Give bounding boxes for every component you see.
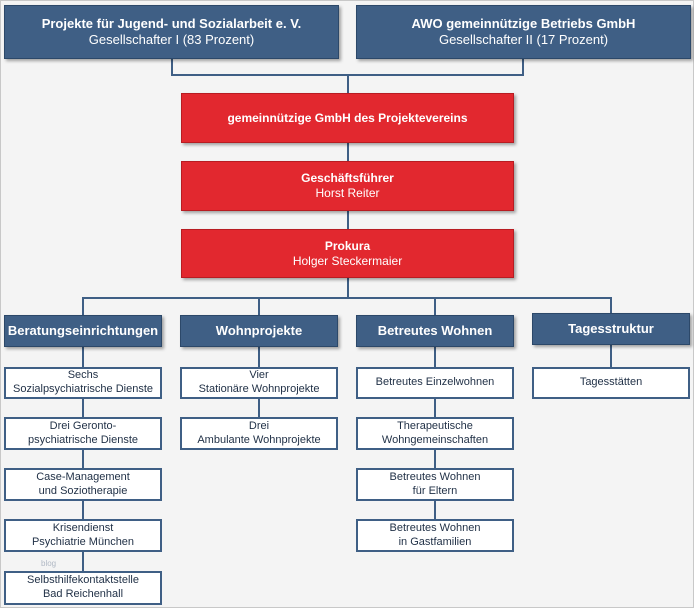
connector-line [434,347,436,367]
unit-line-1: Case-Management [36,470,130,483]
department-header-tagesstruktur: Tagesstruktur [532,313,690,345]
unit-line-1: Betreutes Wohnen [389,470,481,483]
connector-line [347,143,349,161]
connector-line [610,297,612,313]
unit-line-2: in Gastfamilien [398,535,472,548]
unit-line-1: Selbsthilfekontaktstelle [27,574,139,587]
connector-line [610,345,612,367]
department-header-betreutes-wohnen: Betreutes Wohnen [356,315,514,347]
unit-line-1: Betreutes Wohnen [389,521,481,534]
unit-box: Betreutes Wohnen in Gastfamilien [356,519,514,552]
department-name: Betreutes Wohnen [377,322,493,338]
unit-line-1: Drei Geronto- [49,419,117,432]
connector-line [82,399,84,417]
unit-line-2: Wohngemeinschaften [381,433,489,446]
connector-line [82,501,84,519]
shareholder-1-share: Gesellschafter I (83 Prozent) [88,32,255,47]
unit-box: Drei Geronto- psychiatrische Dienste [4,417,162,450]
managing-director-title: Geschäftsführer [301,171,394,185]
shareholder-2-box: AWO gemeinnützige Betriebs GmbH Gesellsc… [356,5,691,59]
unit-line-1: Krisendienst [52,521,114,534]
unit-line-2: für Eltern [412,484,458,497]
unit-box: Case-Management und Soziotherapie [4,468,162,501]
unit-box: Drei Ambulante Wohnprojekte [180,417,338,450]
unit-box: Therapeutische Wohngemeinschaften [356,417,514,450]
connector-line [434,501,436,519]
procuration-title: Prokura [324,238,371,253]
unit-box: Betreutes Einzelwohnen [356,367,514,399]
shareholder-2-share: Gesellschafter II (17 Prozent) [438,32,609,47]
connector-line [82,552,84,571]
unit-box: Betreutes Wohnen für Eltern [356,468,514,501]
department-header-wohnprojekte: Wohnprojekte [180,315,338,347]
unit-line-1: Vier [249,369,269,382]
connector-line [522,59,524,75]
connector-line [171,59,173,75]
connector-line [258,399,260,417]
company-name: gemeinnützige GmbH des Projektevereins [227,110,468,125]
procuration-box: Prokura Holger Steckermaier [181,229,514,278]
unit-line-2: und Soziotherapie [38,484,128,497]
connector-line [82,297,612,299]
unit-line-1: Therapeutische [397,419,473,432]
shareholder-1-name: Projekte für Jugend- und Sozialarbeit e.… [41,15,302,31]
shareholder-1-box: Projekte für Jugend- und Sozialarbeit e.… [4,5,339,59]
unit-line-2: Psychiatrie München [31,535,135,548]
connector-line [82,347,84,367]
connector-line [434,450,436,468]
unit-line-2: psychiatrische Dienste [27,433,139,446]
unit-line-2: Sozialpsychiatrische Dienste [12,383,153,395]
department-name: Wohnprojekte [215,322,303,338]
connector-line [258,347,260,367]
connector-line [82,297,84,315]
connector-line [82,450,84,468]
connector-line [347,278,349,298]
connector-line [347,211,349,229]
unit-line-1: Drei [248,419,270,432]
connector-line [258,297,260,315]
managing-director-box: Geschäftsführer Horst Reiter [181,161,514,211]
procuration-name: Holger Steckermaier [292,253,403,268]
unit-box: Tagesstätten [532,367,690,399]
unit-box: Selbsthilfekontaktstelle Bad Reichenhall [4,571,162,605]
department-name: Tagesstruktur [568,320,654,336]
unit-box: Sechs Sozialpsychiatrische Dienste [4,367,162,399]
connector-line [347,74,349,93]
unit-line-2: Ambulante Wohnprojekte [197,433,321,446]
department-header-beratung: Beratungseinrichtungen [4,315,162,347]
connector-line [434,399,436,417]
company-box: gemeinnützige GmbH des Projektevereins [181,93,514,143]
department-name: Beratungseinrichtungen [7,322,159,338]
unit-line-1: Tagesstätten [579,376,643,389]
unit-line-1: Betreutes Einzelwohnen [375,376,495,389]
managing-director-name: Horst Reiter [315,186,380,200]
unit-line-2: Bad Reichenhall [42,588,124,600]
unit-box: Vier Stationäre Wohnprojekte [180,367,338,399]
unit-line-2: Stationäre Wohnprojekte [198,383,320,395]
shareholder-2-name: AWO gemeinnützige Betriebs GmbH [411,15,636,31]
watermark-text: blog [41,559,57,568]
unit-box: Krisendienst Psychiatrie München [4,519,162,552]
unit-line-1: Sechs [67,369,99,382]
connector-line [434,297,436,315]
